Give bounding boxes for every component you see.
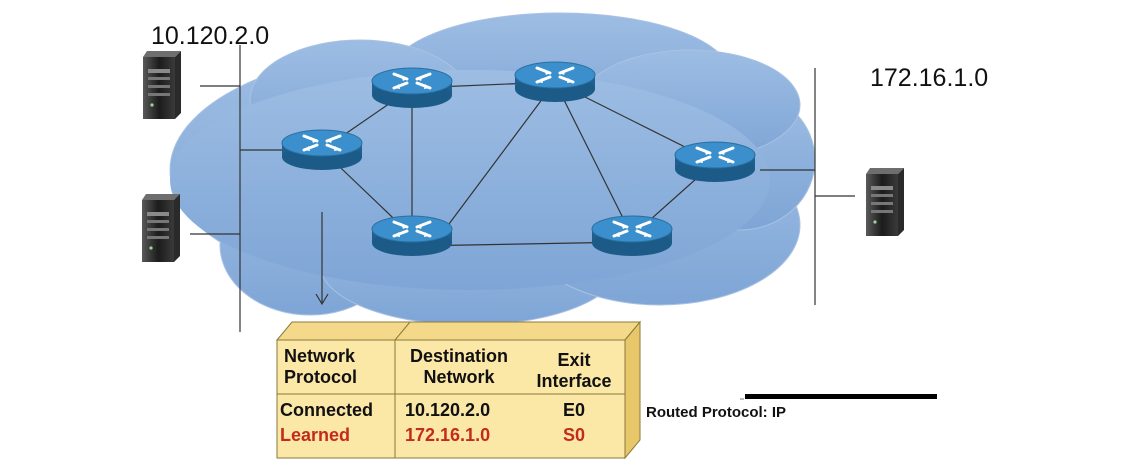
routed-protocol-label: Routed Protocol: IP <box>646 404 786 421</box>
server-icon <box>866 168 904 236</box>
row-connected-destination: 10.120.2.0 <box>405 400 491 420</box>
router-icon <box>590 214 674 258</box>
router-icon <box>370 66 454 110</box>
arrow-down-icon <box>315 212 329 306</box>
router-icon <box>280 128 364 172</box>
lan-segments <box>190 45 855 332</box>
header-exit-interface: Exit Interface <box>536 350 612 391</box>
row-learned-protocol: Learned <box>280 425 351 445</box>
row-connected-protocol: Connected <box>280 400 374 420</box>
right-network-label: 172.16.1.0 <box>870 64 989 92</box>
router-icon <box>513 60 597 104</box>
router-icon <box>370 214 454 258</box>
left-network-label: 10.120.2.0 <box>151 22 270 50</box>
router-icon <box>673 140 757 184</box>
routed-protocol-bar <box>745 394 937 399</box>
row-connected-interface: E0 <box>562 400 586 420</box>
server-icon <box>143 51 181 119</box>
server-icon <box>142 194 180 262</box>
routing-table <box>275 320 642 460</box>
row-learned-destination: 172.16.1.0 <box>405 425 491 445</box>
header-destination-network: Destination Network <box>409 346 508 387</box>
header-network-protocol: Network Protocol <box>284 346 358 387</box>
row-learned-interface: S0 <box>562 425 586 445</box>
